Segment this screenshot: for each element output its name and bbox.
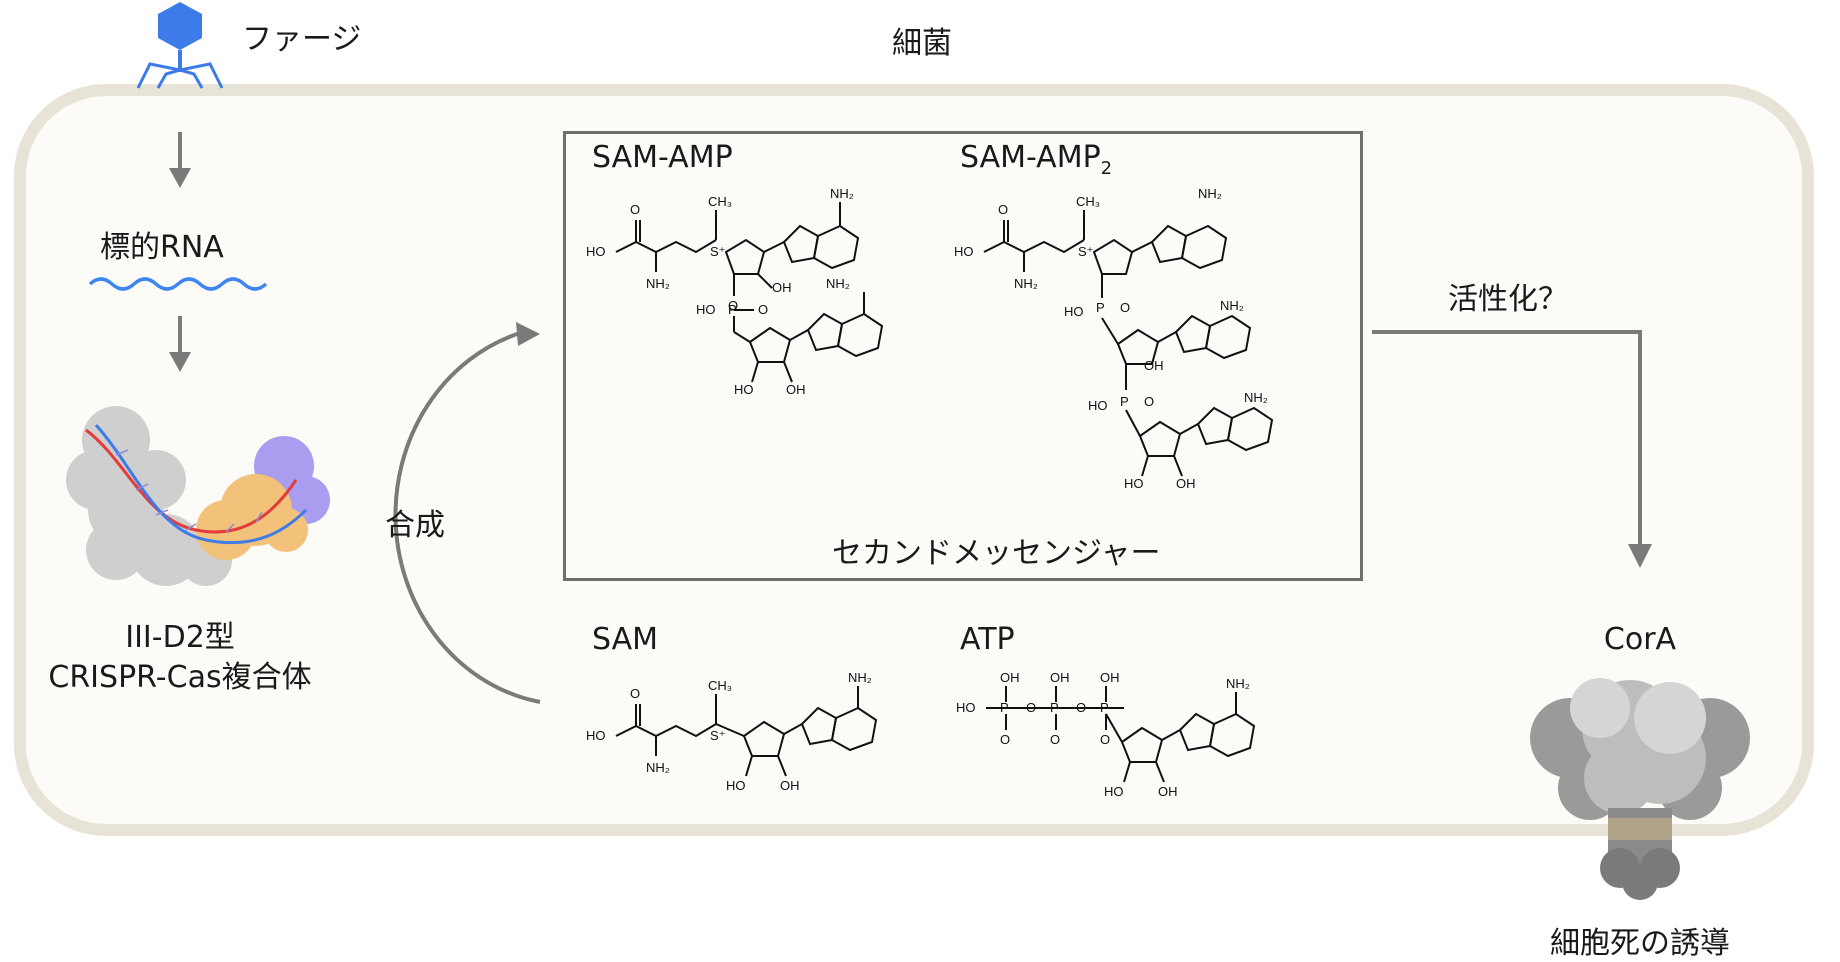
svg-text:OH: OH (1144, 358, 1164, 373)
phage-label: ファージ (242, 22, 362, 57)
sam-structure: HO O NH₂ CH₃ S⁺ NH₂ HO OH (586, 670, 878, 793)
atp-structure: HO OH OH OH P P P O O O O O NH₂ HO OH (956, 670, 1256, 799)
svg-text:OH: OH (786, 382, 806, 397)
svg-text:OH: OH (1158, 784, 1178, 799)
svg-text:OH: OH (1100, 670, 1120, 685)
svg-text:HO: HO (1104, 784, 1124, 799)
crispr-complex-icon (66, 406, 330, 586)
svg-text:P: P (728, 302, 737, 317)
synthesis-arrow (393, 322, 541, 704)
activation-label: 活性化？ (1448, 282, 1568, 317)
svg-text:NH₂: NH₂ (1198, 186, 1222, 201)
svg-text:OH: OH (1176, 476, 1196, 491)
svg-text:HO: HO (956, 700, 976, 715)
svg-text:S⁺: S⁺ (1078, 244, 1094, 259)
svg-text:O: O (1120, 300, 1130, 315)
activation-arrow (1372, 330, 1652, 568)
svg-text:P: P (1096, 300, 1105, 315)
svg-text:O: O (1026, 700, 1036, 715)
svg-text:NH₂: NH₂ (1226, 676, 1250, 691)
svg-text:P: P (1100, 700, 1109, 715)
svg-text:HO: HO (586, 244, 606, 259)
phage-icon (136, 2, 224, 89)
svg-text:NH₂: NH₂ (1014, 276, 1038, 291)
atp-title: ATP (960, 622, 1015, 657)
svg-text:OH: OH (1000, 670, 1020, 685)
sam-amp-title: SAM-AMP (592, 140, 733, 175)
complex-label-line2: CRISPR-Cas複合体 (48, 660, 312, 695)
svg-text:O: O (998, 202, 1008, 217)
synthesis-label: 合成 (385, 508, 445, 543)
svg-text:HO: HO (726, 778, 746, 793)
svg-text:NH₂: NH₂ (646, 760, 670, 775)
svg-text:O: O (1144, 394, 1154, 409)
svg-text:HO: HO (1124, 476, 1144, 491)
svg-text:NH₂: NH₂ (826, 276, 850, 291)
arrow-down-1 (169, 132, 191, 188)
second-messenger-label: セカンドメッセンジャー (832, 536, 1161, 571)
svg-text:NH₂: NH₂ (646, 276, 670, 291)
svg-text:S⁺: S⁺ (710, 244, 726, 259)
sam-title: SAM (592, 622, 659, 657)
svg-text:HO: HO (696, 302, 716, 317)
svg-text:O: O (1000, 732, 1010, 747)
sam-amp2-title: SAM-AMP2 (960, 140, 1113, 179)
svg-text:S⁺: S⁺ (710, 728, 726, 743)
svg-text:HO: HO (1064, 304, 1084, 319)
svg-text:O: O (630, 202, 640, 217)
cora-protein-icon (1530, 678, 1750, 900)
svg-text:NH₂: NH₂ (848, 670, 872, 685)
svg-text:NH₂: NH₂ (830, 186, 854, 201)
svg-text:OH: OH (1050, 670, 1070, 685)
svg-text:OH: OH (772, 280, 792, 295)
svg-text:O: O (1076, 700, 1086, 715)
rna-wave-icon (88, 277, 268, 291)
svg-text:HO: HO (734, 382, 754, 397)
svg-text:OH: OH (780, 778, 800, 793)
svg-text:P: P (1000, 700, 1009, 715)
cora-label: CorA (1603, 622, 1677, 657)
target-rna-label: 標的RNA (100, 230, 224, 265)
bacteria-label: 細菌 (892, 26, 952, 61)
svg-text:P: P (1120, 394, 1129, 409)
svg-text:O: O (630, 686, 640, 701)
complex-label-line1: III-D2型 (125, 620, 235, 655)
svg-text:CH₃: CH₃ (708, 678, 732, 693)
svg-text:HO: HO (1088, 398, 1108, 413)
svg-text:HO: HO (586, 728, 606, 743)
arrow-down-2 (169, 316, 191, 372)
svg-text:O: O (758, 302, 768, 317)
svg-text:O: O (1100, 732, 1110, 747)
svg-text:O: O (1050, 732, 1060, 747)
svg-text:CH₃: CH₃ (1076, 194, 1100, 209)
svg-text:CH₃: CH₃ (708, 194, 732, 209)
svg-text:HO: HO (954, 244, 974, 259)
sam-amp2-structure: HO O NH₂ CH₃ S⁺ NH₂ P HO O NH₂ P HO O OH NH₂ HO OH (954, 186, 1274, 491)
svg-text:P: P (1050, 700, 1059, 715)
sam-amp-structure: HO O NH₂ CH₃ S⁺ NH₂ O HO P O NH₂ HO OH OH (586, 186, 884, 397)
cell-death-label: 細胞死の誘導 (1550, 926, 1730, 961)
svg-text:NH₂: NH₂ (1244, 390, 1268, 405)
svg-text:NH₂: NH₂ (1220, 298, 1244, 313)
svg-text:O: O (728, 298, 738, 313)
